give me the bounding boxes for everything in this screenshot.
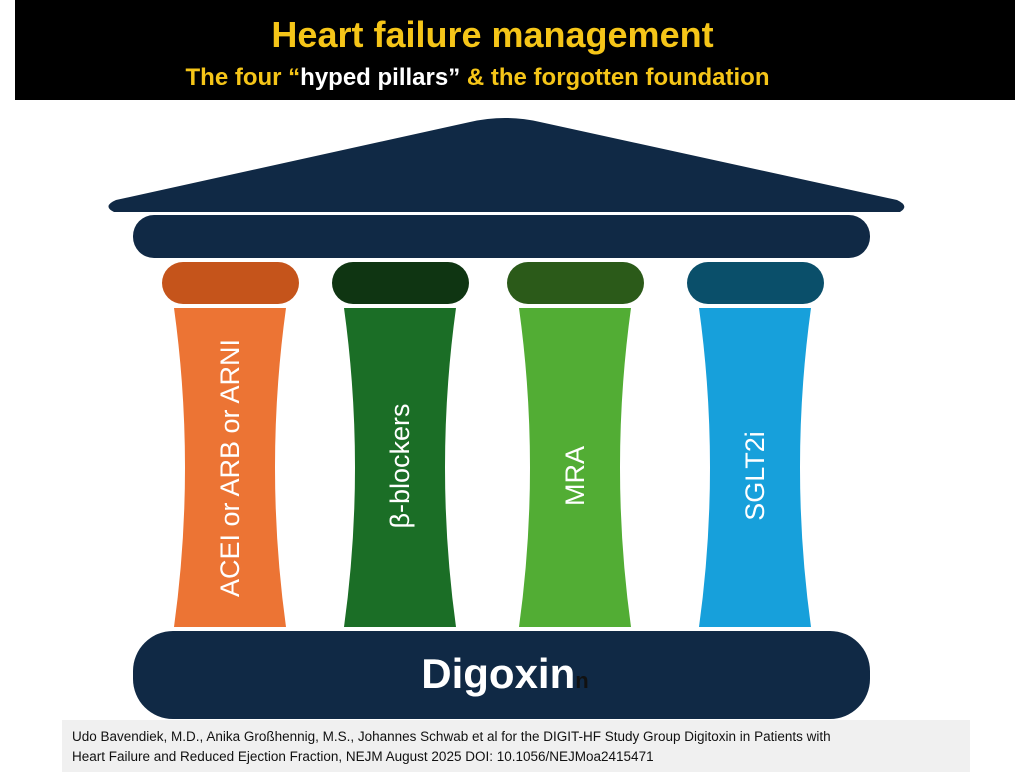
citation-line: Udo Bavendiek, M.D., Anika Großhennig, M… [72,729,831,744]
slide-title: Heart failure management [271,14,714,55]
title-banner: Heart failure management The four “hyped… [15,0,1015,100]
pillar-shaft [699,308,811,627]
pillar-shaft [174,308,286,627]
pillar-shaft [519,308,631,627]
pillar-capital [332,262,469,304]
pillar-capital [687,262,824,304]
citation-line: Heart Failure and Reduced Ejection Fract… [72,749,654,764]
pillar-1: ACEI or ARB or ARNI [162,262,299,627]
subtitle-highlight: hyped pillars” [300,64,461,91]
roof [108,118,905,212]
pillar-capital [162,262,299,304]
pillar-2: β-blockers [332,262,469,627]
pillar-3: MRA [507,262,644,627]
foundation-label: Digoxinn [421,650,588,697]
subtitle-part: & the forgotten foundation [460,64,770,91]
subtitle-part: The four “ [185,64,301,91]
slide-subtitle: The four “hyped pillars” & the forgotten… [15,64,940,92]
pillar-label: SGLT2i [740,431,770,521]
pillar-label: β-blockers [385,403,415,528]
entablature [133,215,870,258]
foundation-base [133,631,870,719]
pillar-label: MRA [560,446,590,506]
pillar-shaft [344,308,456,627]
pillar-label: ACEI or ARB or ARNI [215,339,245,597]
pillar-capital [507,262,644,304]
pillar-4: SGLT2i [687,262,824,627]
citation: Udo Bavendiek, M.D., Anika Großhennig, M… [62,720,970,772]
